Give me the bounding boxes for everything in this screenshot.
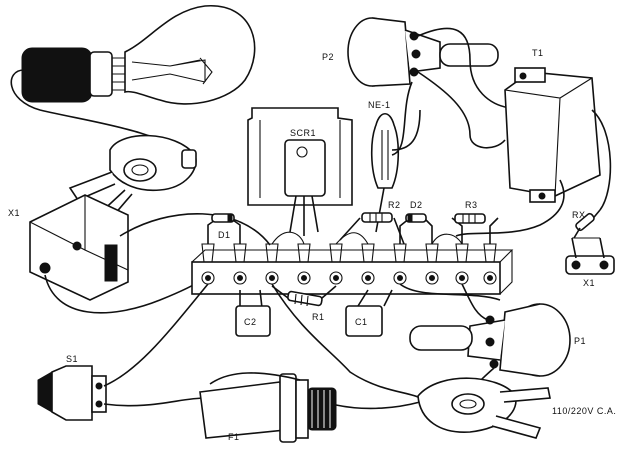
label-p1: P1 xyxy=(574,336,586,346)
label-d1: D1 xyxy=(218,230,231,240)
label-d2: D2 xyxy=(410,200,423,210)
wire-jumper-c xyxy=(431,233,463,245)
t1-transformer: T1 xyxy=(504,48,601,203)
r1-resistor: R1 xyxy=(271,285,337,322)
ne1-neon: NE-1 xyxy=(368,100,421,233)
label-r1: R1 xyxy=(312,312,325,322)
label-c2: C2 xyxy=(244,317,257,327)
label-x1-left: X1 xyxy=(8,208,20,218)
wire-strip-mains xyxy=(271,283,421,399)
label-mains-voltage: 110/220V C.A. xyxy=(552,406,616,416)
wire-p2-t1-b xyxy=(417,71,506,149)
r2-resistor: R2 xyxy=(339,200,405,245)
wire-x1-bottom xyxy=(44,274,206,314)
label-x1-right: X1 xyxy=(583,278,595,288)
wire-strip-p1-a xyxy=(461,283,489,321)
wire-fuse-top xyxy=(209,372,301,385)
label-scr1: SCR1 xyxy=(290,128,316,138)
wire-s1-fuse xyxy=(103,397,206,407)
s1-switch: S1 xyxy=(37,354,107,421)
wire-fuse-mains xyxy=(335,401,421,410)
wire-x1-to-strip xyxy=(119,213,271,246)
mains-plug: 110/220V C.A. xyxy=(417,377,616,439)
wire-p2-ne1 xyxy=(391,81,413,156)
d1-diode: D1 xyxy=(207,213,241,244)
outlet-x1-right: X1 xyxy=(565,237,615,288)
wire-p2-t1-a xyxy=(417,27,511,109)
d2-diode: D2 xyxy=(399,200,433,244)
wire-s1-strip xyxy=(103,283,209,387)
label-r2: R2 xyxy=(388,200,401,210)
scr1-heatsink: SCR1 xyxy=(247,107,353,236)
label-t1: T1 xyxy=(532,48,544,58)
p1-potentiometer: P1 xyxy=(409,303,586,377)
wire-t1-strip xyxy=(455,179,565,237)
label-c1: C1 xyxy=(355,317,368,327)
wire-t1-rx xyxy=(591,109,612,211)
lamp-bulb xyxy=(21,5,256,105)
outlet-x1-left: X1 xyxy=(8,194,129,301)
c1-capacitor: C1 xyxy=(345,289,393,337)
label-ne1: NE-1 xyxy=(368,100,391,110)
f1-fuse-holder: F1 xyxy=(199,373,337,443)
label-r3: R3 xyxy=(465,200,478,210)
r3-resistor: R3 xyxy=(451,200,499,244)
c2-capacitor: C2 xyxy=(235,289,271,337)
p2-potentiometer: P2 xyxy=(322,17,499,87)
wire-jumper-b xyxy=(335,232,369,245)
label-f1: F1 xyxy=(228,432,240,442)
wire-jumper-a xyxy=(271,231,305,245)
label-p2: P2 xyxy=(322,52,334,62)
label-s1: S1 xyxy=(66,354,78,364)
label-rx: RX xyxy=(572,210,586,220)
rx-resistor: RX xyxy=(572,209,601,239)
wire-strip-p1-b xyxy=(399,283,501,301)
